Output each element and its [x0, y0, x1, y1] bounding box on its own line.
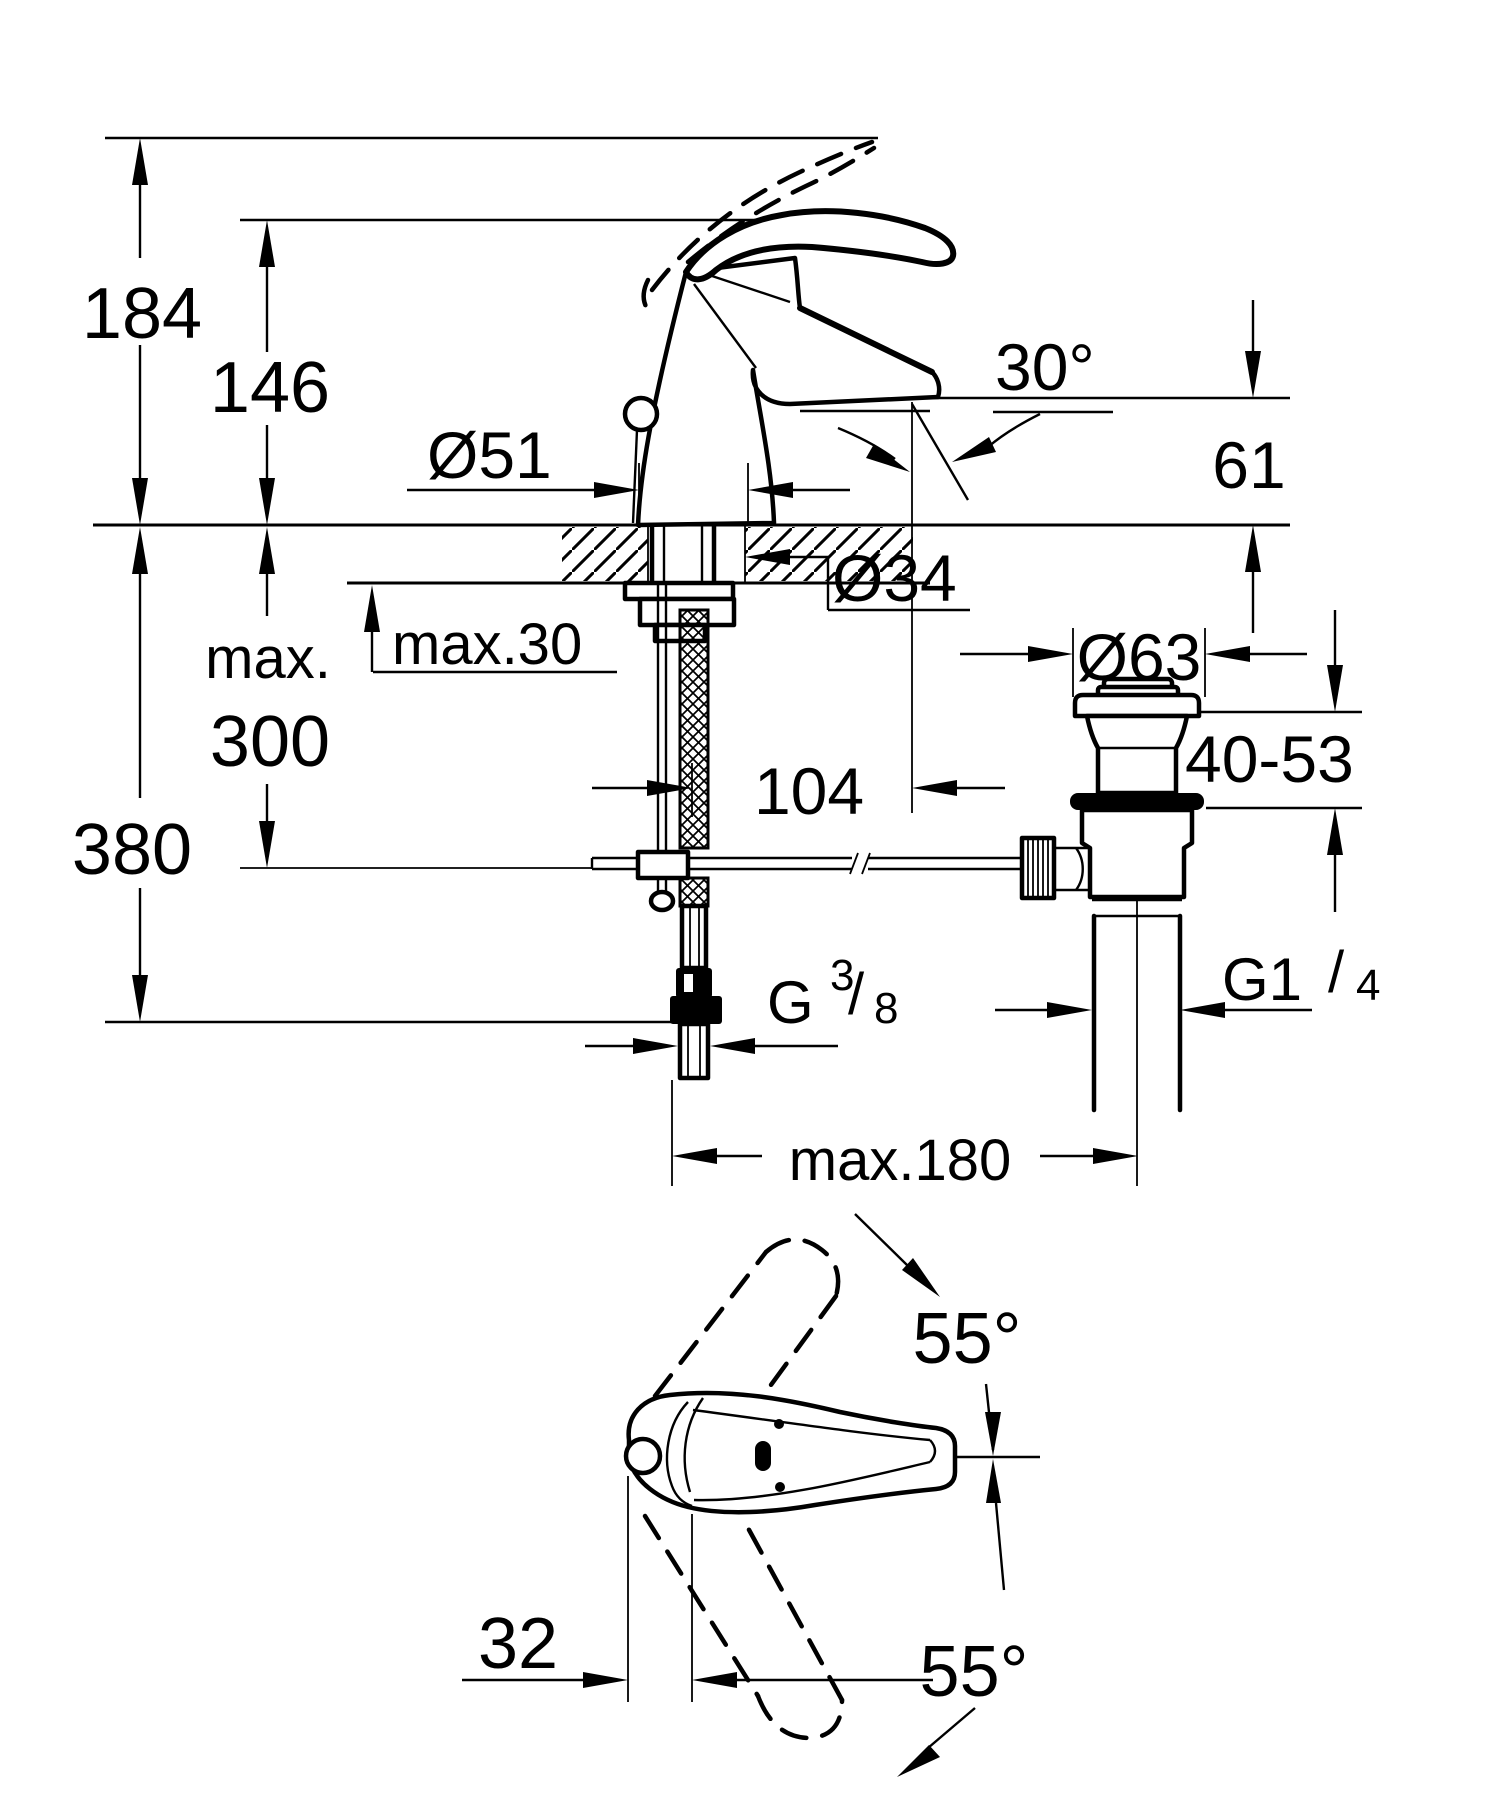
dim-label-146: 146	[210, 348, 330, 428]
dim-label-30deg: 30°	[995, 330, 1095, 404]
dim-label-d51: Ø51	[427, 418, 552, 492]
dim-max30: max.30	[364, 585, 617, 677]
dim-label-32: 32	[478, 1604, 558, 1684]
dim-label-55-upper: 55°	[913, 1299, 1022, 1379]
dim-label-61: 61	[1212, 428, 1285, 502]
handle-swivel-up-dashed	[652, 1237, 841, 1407]
drain-o-ring	[1070, 793, 1204, 810]
pull-rod-knob	[622, 395, 660, 433]
dim-label-g114-den: 4	[1356, 961, 1380, 1010]
spray-angle-ray	[910, 403, 970, 501]
hose-nut-upper	[676, 968, 712, 998]
drain-valve	[1019, 676, 1204, 1186]
hose-nut-g38	[670, 996, 722, 1024]
drain-knurled-knob	[1019, 835, 1088, 901]
under-counter-assembly	[590, 522, 1022, 1081]
handle-dot	[775, 1482, 785, 1492]
dim-184: 184	[82, 138, 202, 525]
faucet-handle	[683, 208, 957, 283]
pop-up-rod-end	[648, 889, 676, 913]
dim-g38: G 3 / 8	[585, 951, 898, 1054]
dim-label-55-lower: 55°	[920, 1632, 1029, 1712]
dim-d51: Ø51	[407, 418, 850, 523]
dim-label-g38-slash: /	[848, 962, 865, 1027]
handle-plan-inner-bottom	[693, 1460, 931, 1502]
dim-label-380: 380	[72, 810, 192, 890]
pop-up-rod	[648, 583, 676, 913]
dim-label-g114-base: G1	[1222, 946, 1302, 1013]
handle-plan-outline	[626, 1390, 958, 1515]
dim-label-g38-num: 3	[830, 951, 854, 1000]
dim-label-184: 184	[82, 274, 202, 354]
dim-55-upper: 55°	[854, 1213, 1022, 1456]
handle-slot	[755, 1441, 771, 1471]
handle-dot	[774, 1419, 784, 1429]
mounting-washer	[622, 580, 736, 602]
supply-hose	[670, 608, 722, 1081]
hose-tailpipe	[677, 1021, 711, 1081]
hose-tube	[679, 903, 709, 971]
dim-label-40-53: 40-53	[1185, 722, 1354, 796]
dim-380: 380	[72, 527, 192, 1022]
dim-55-lower: 55°	[897, 1459, 1028, 1777]
dim-label-300: 300	[210, 702, 330, 782]
dim-label-g38-base: G	[767, 969, 814, 1036]
pop-up-linkage-rod	[590, 849, 1022, 881]
spout-top-edge	[797, 305, 935, 375]
dim-label-g114-slash: /	[1328, 940, 1345, 1005]
dim-label-104: 104	[754, 754, 864, 828]
dim-label-d63: Ø63	[1077, 620, 1202, 694]
dim-32: 32	[462, 1476, 933, 1702]
dim-max180: max.180	[671, 1080, 1138, 1193]
handle-open-position-dashed	[641, 139, 877, 315]
handle-pivot-circle	[623, 1436, 663, 1476]
handle-plan-inner-top	[692, 1408, 931, 1442]
dim-label-max30: max.30	[392, 612, 582, 677]
rod-break-mark	[849, 852, 859, 875]
dim-label-max: max.	[205, 626, 331, 691]
counter-hatch-left	[562, 527, 648, 581]
rod-break-mark	[861, 852, 871, 875]
handle-swivel-down-dashed	[642, 1513, 845, 1741]
reference-lines	[105, 136, 1290, 1024]
knob-bracket	[1054, 846, 1088, 892]
dim-146: 146	[210, 220, 330, 525]
dim-30deg: 30°	[837, 330, 1113, 501]
drain-body	[1079, 807, 1195, 900]
handle-plan-inner-cap	[929, 1439, 937, 1463]
dim-d63: Ø63	[960, 620, 1307, 697]
faucet-front-view	[622, 139, 957, 528]
dim-d34: Ø34	[745, 402, 970, 813]
body-detail-line	[699, 270, 791, 304]
dim-104: 104	[592, 754, 1005, 828]
dim-g114: G1 / 4	[995, 940, 1380, 1018]
handle-top-view	[623, 1237, 1040, 1741]
drain-flange	[1072, 692, 1202, 719]
dim-label-g38-den: 8	[874, 984, 898, 1033]
drain-tailpipe	[1091, 898, 1183, 1113]
countertop-section	[93, 523, 1290, 585]
pull-rod	[631, 429, 639, 524]
dim-40-53: 40-53	[1185, 610, 1362, 912]
handle-plan-dome	[665, 1401, 693, 1508]
handle-plan-dome-inner	[683, 1397, 704, 1493]
dim-label-max180: max.180	[789, 1128, 1011, 1193]
dim-max300: max. 300	[205, 527, 331, 868]
dim-61: 61	[1212, 300, 1286, 633]
body-detail-line	[693, 283, 757, 369]
dim-label-d34: Ø34	[832, 541, 957, 615]
drain-neck	[1084, 713, 1190, 796]
faucet-shank	[649, 522, 717, 586]
rod-coupler	[635, 849, 691, 881]
